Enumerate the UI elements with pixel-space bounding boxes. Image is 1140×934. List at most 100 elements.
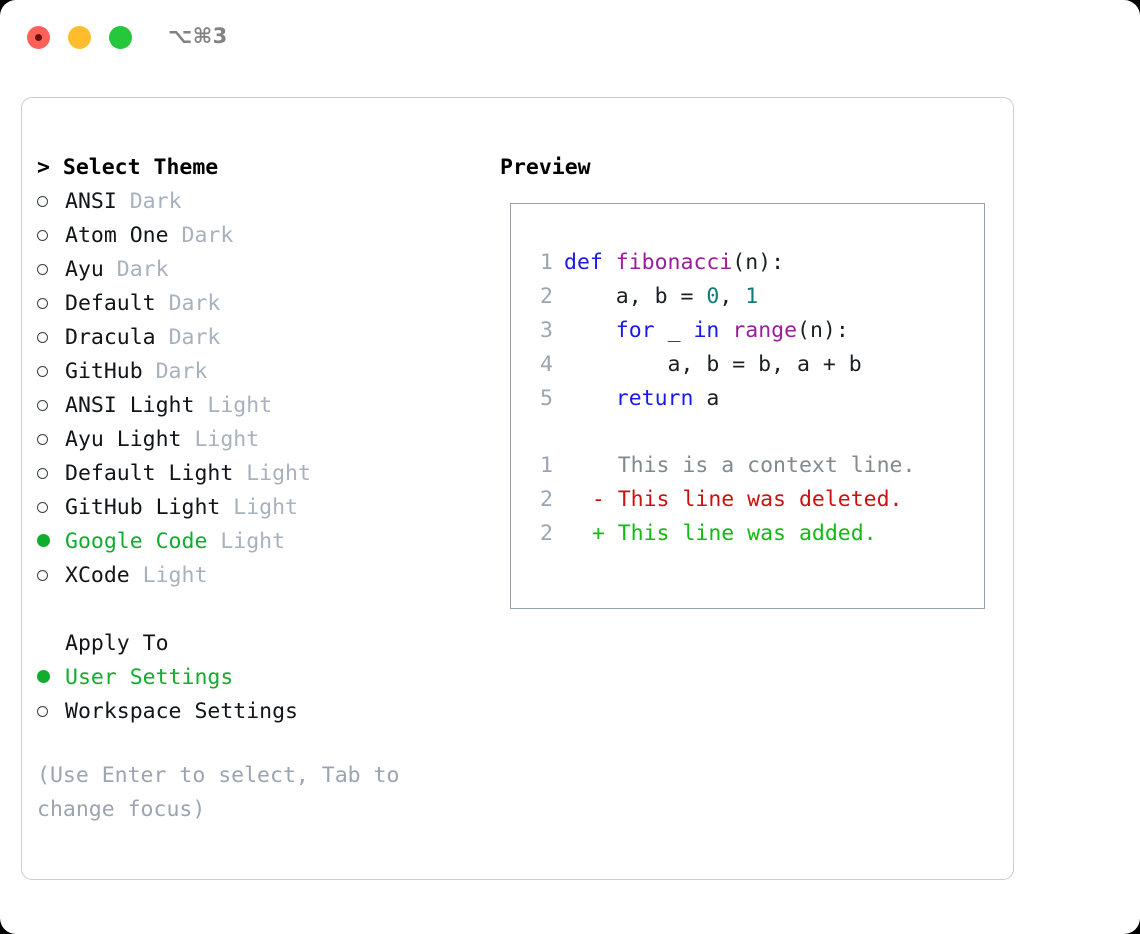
radio-unselected-icon	[37, 468, 48, 479]
radio-unselected-icon	[37, 706, 48, 717]
diff-line: 2 + This line was added.	[529, 517, 915, 551]
theme-list-item[interactable]: Google Code Light	[37, 525, 477, 559]
theme-list-item[interactable]: XCode Light	[37, 559, 477, 593]
code-token: def	[564, 250, 616, 275]
apply-to-item[interactable]: User Settings	[37, 661, 477, 695]
line-number: 2	[540, 284, 553, 309]
line-number: 4	[540, 352, 553, 377]
preview-heading: Preview	[500, 155, 591, 180]
theme-list-item[interactable]: Ayu Dark	[37, 253, 477, 287]
line-number: 3	[540, 318, 553, 343]
theme-name: Dracula	[65, 325, 169, 350]
theme-name: GitHub	[65, 359, 156, 384]
theme-list-item[interactable]: Default Dark	[37, 287, 477, 321]
theme-category-label: Light	[220, 529, 286, 554]
code-token	[564, 318, 616, 343]
select-theme-heading: > Select Theme	[37, 151, 477, 185]
theme-list-item[interactable]: Atom One Dark	[37, 219, 477, 253]
theme-list-item[interactable]: GitHub Light Light	[37, 491, 477, 525]
code-token: 0	[706, 284, 720, 309]
theme-name: Ayu	[65, 257, 117, 282]
code-token: _	[654, 318, 694, 343]
prompt-caret: >	[37, 155, 63, 180]
code-token: 1	[745, 284, 759, 309]
line-number: 1	[540, 453, 553, 478]
code-token: return	[615, 386, 694, 411]
theme-list-item[interactable]: ANSI Dark	[37, 185, 477, 219]
diff-line: 2 - This line was deleted.	[529, 483, 915, 517]
theme-name: ANSI	[65, 189, 130, 214]
code-token: (n):	[797, 318, 849, 343]
theme-category-label: Light	[246, 461, 311, 486]
theme-name: Google Code	[65, 529, 221, 554]
main-panel	[21, 97, 1014, 880]
theme-name: ANSI Light	[65, 393, 208, 418]
theme-name: Default	[65, 291, 169, 316]
window-controls	[27, 26, 132, 49]
code-token: a, b = b, a + b	[564, 352, 862, 377]
diff-text: This is a context line.	[553, 453, 916, 478]
line-number: 2	[540, 487, 553, 512]
keyboard-shortcut-label: ⌥⌘3	[168, 24, 228, 48]
apply-to-label: Workspace Settings	[65, 699, 298, 724]
line-number: 5	[540, 386, 553, 411]
radio-unselected-icon	[37, 502, 48, 513]
apply-to-label: User Settings	[65, 665, 234, 690]
code-line: 5 return a	[529, 382, 862, 416]
minimize-button-icon[interactable]	[68, 26, 91, 49]
radio-unselected-icon	[37, 264, 48, 275]
close-button-icon[interactable]	[27, 26, 50, 49]
code-line: 4 a, b = b, a + b	[529, 348, 862, 382]
maximize-button-icon[interactable]	[109, 26, 132, 49]
code-token	[719, 318, 732, 343]
radio-unselected-icon	[37, 434, 48, 445]
code-token: for	[615, 318, 655, 343]
diff-sample: 1 This is a context line.2 - This line w…	[529, 449, 915, 551]
theme-category-label: Light	[194, 427, 260, 452]
radio-unselected-icon	[37, 298, 48, 309]
title-bar: ⌥⌘3	[0, 0, 1140, 76]
theme-list-item[interactable]: Dracula Dark	[37, 321, 477, 355]
theme-category-label: Light	[142, 563, 208, 588]
diff-line: 1 This is a context line.	[529, 449, 915, 483]
theme-category-label: Light	[233, 495, 299, 520]
code-token: (n):	[732, 250, 785, 275]
theme-category-label: Dark	[181, 223, 234, 248]
code-token: in	[693, 318, 720, 343]
theme-name: GitHub Light	[65, 495, 234, 520]
theme-name: XCode	[65, 563, 143, 588]
radio-selected-icon	[37, 534, 50, 547]
radio-unselected-icon	[37, 400, 48, 411]
radio-unselected-icon	[37, 332, 48, 343]
theme-list-item[interactable]: Default Light Light	[37, 457, 477, 491]
theme-category-label: Dark	[129, 189, 182, 214]
diff-text: - This line was deleted.	[553, 487, 903, 512]
theme-list-item[interactable]: ANSI Light Light	[37, 389, 477, 423]
theme-list-item[interactable]: Ayu Light Light	[37, 423, 477, 457]
radio-unselected-icon	[37, 230, 48, 241]
theme-name: Default Light	[65, 461, 247, 486]
apply-to-item[interactable]: Workspace Settings	[37, 695, 477, 729]
radio-selected-icon	[37, 670, 50, 683]
code-token	[564, 386, 616, 411]
line-number: 2	[540, 521, 553, 546]
section-spacer	[37, 593, 477, 627]
radio-unselected-icon	[37, 366, 48, 377]
code-token: ,	[719, 284, 746, 309]
theme-list-item[interactable]: GitHub Dark	[37, 355, 477, 389]
code-token: fibonacci	[615, 250, 733, 275]
theme-name: Atom One	[65, 223, 182, 248]
theme-category-label: Dark	[155, 359, 208, 384]
theme-category-label: Dark	[168, 325, 221, 350]
theme-name: Ayu Light	[65, 427, 195, 452]
code-token: range	[732, 318, 798, 343]
radio-unselected-icon	[37, 570, 48, 581]
radio-unselected-icon	[37, 196, 48, 207]
